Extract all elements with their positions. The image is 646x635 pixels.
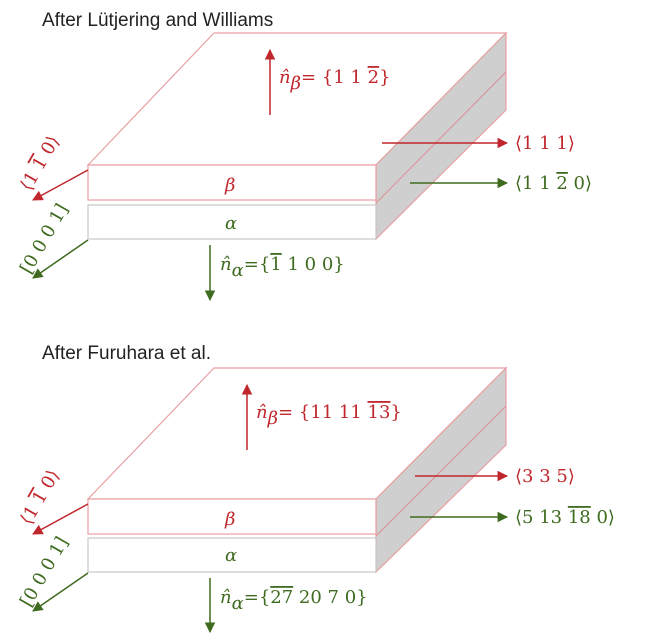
alpha-plane-normal-label: n̂α={1 1 0 0} <box>220 254 345 281</box>
alpha-direction-label: ⟨5 13 18 0⟩ <box>515 507 615 528</box>
beta-plane-normal-label: n̂β= {11 11 13} <box>256 402 402 429</box>
alpha-phase-label: α <box>225 213 237 234</box>
svg-text:⟨5 13 18 0⟩: ⟨5 13 18 0⟩ <box>515 507 615 528</box>
left-beta-direction-label: ⟨1 1 0⟩ <box>16 132 64 194</box>
beta-layer-front <box>87 498 377 535</box>
beta-phase-label: β <box>224 175 235 196</box>
left-alpha-direction-label: [0 0 0 1] <box>16 200 73 277</box>
slab: β α <box>86 366 508 574</box>
left-beta-direction-arrow <box>32 169 89 201</box>
svg-text:n̂α={1 1 0 0}: n̂α={1 1 0 0} <box>220 254 345 281</box>
svg-text:n̂β= {11 11 13}: n̂β= {11 11 13} <box>256 402 402 429</box>
alpha-direction-label: ⟨1 1 2 0⟩ <box>515 173 592 194</box>
alpha-layer-front <box>87 204 377 240</box>
left-alpha-direction-label: [0 0 0 1] <box>16 533 73 610</box>
left-beta-direction-arrow <box>32 503 89 535</box>
panel-furuhara: After Furuhara et al. β α n̂β= {11 11 13… <box>16 343 615 634</box>
svg-text:n̂α={27 20 7 0}: n̂α={27 20 7 0} <box>220 587 368 614</box>
svg-text:n̂β= {1 1 2}: n̂β= {1 1 2} <box>279 67 391 94</box>
alpha-plane-normal-label: n̂α={27 20 7 0} <box>220 587 368 614</box>
slab-side-interface <box>375 405 507 537</box>
panel-caption: After Furuhara et al. <box>42 343 211 364</box>
beta-direction-label: ⟨3 3 5⟩ <box>515 466 575 487</box>
beta-phase-label: β <box>224 509 235 530</box>
panel-caption: After Lütjering and Williams <box>42 10 273 31</box>
svg-text:⟨1 1 0⟩: ⟨1 1 0⟩ <box>16 466 64 528</box>
left-beta-direction-label: ⟨1 1 0⟩ <box>16 466 64 528</box>
beta-layer-front <box>87 164 377 201</box>
svg-text:⟨1 1 0⟩: ⟨1 1 0⟩ <box>16 132 64 194</box>
alpha-layer-front <box>87 537 377 573</box>
slab-side-interface <box>375 71 507 204</box>
left-alpha-direction-arrow <box>32 239 89 279</box>
alpha-phase-label: α <box>225 545 237 566</box>
svg-text:⟨1 1 2 0⟩: ⟨1 1 2 0⟩ <box>515 173 592 194</box>
beta-direction-label: ⟨1 1 1⟩ <box>515 133 575 154</box>
beta-plane-normal-label: n̂β= {1 1 2} <box>279 67 391 94</box>
panel-lutjering-williams: After Lütjering and Williams β α n̂β= {1… <box>16 10 592 302</box>
slab: β α <box>86 31 508 241</box>
left-alpha-direction-arrow <box>32 572 89 612</box>
